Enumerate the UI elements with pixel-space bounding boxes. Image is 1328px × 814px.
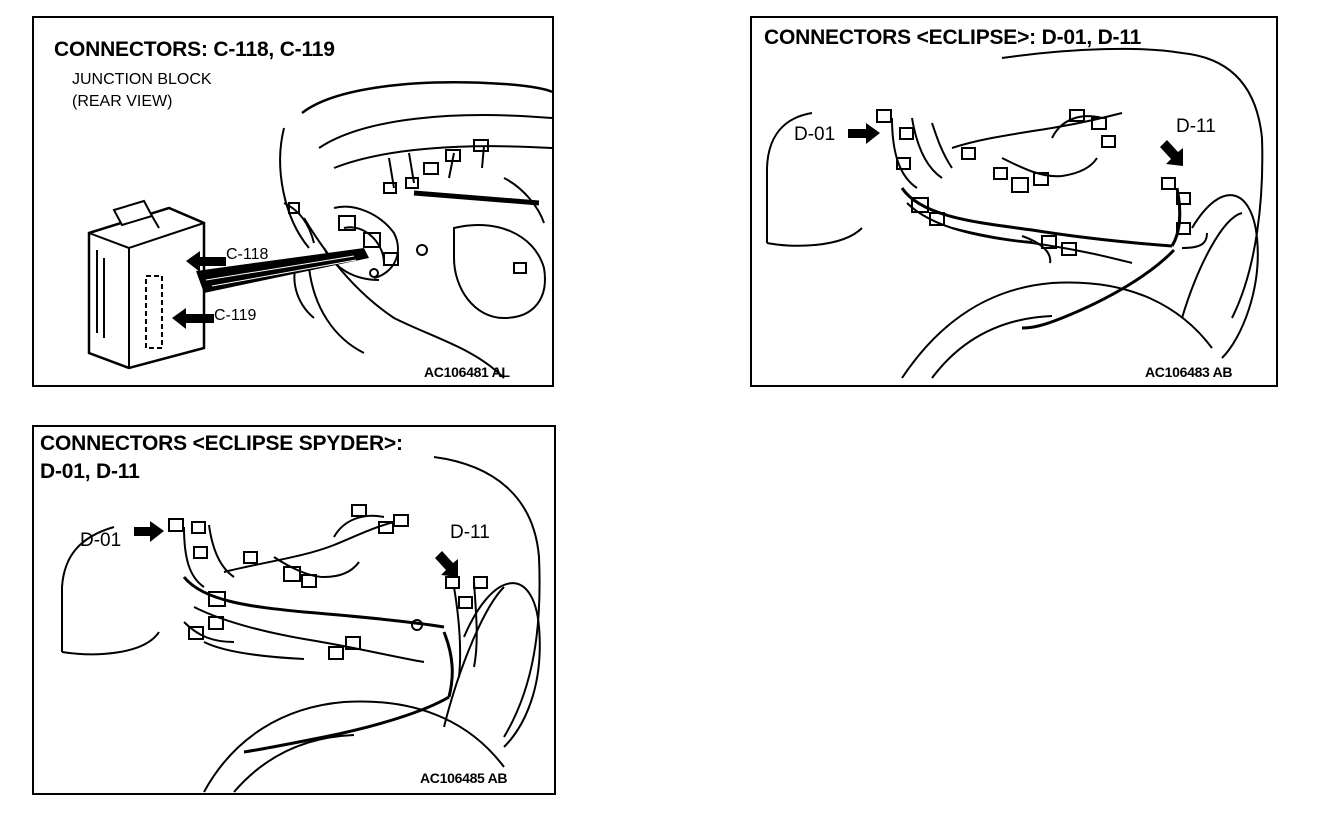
label-c-119: C-119	[214, 307, 257, 324]
eclipse-harness-illustration	[766, 47, 1264, 379]
figure-code: AC106485 AB	[420, 770, 508, 786]
eclipse-spyder-harness-illustration	[61, 456, 541, 793]
panel-junction-block: CONNECTORS: C-118, C-119 JUNCTION BLOCK …	[32, 16, 554, 387]
label-d-01: D-01	[794, 124, 836, 145]
figure-code: AC106483 AB	[1145, 364, 1233, 380]
panel-title-line2: D-01, D-11	[40, 460, 140, 483]
panel-title: CONNECTORS: C-118, C-119	[54, 38, 335, 61]
panel-title-line1: CONNECTORS <ECLIPSE SPYDER>:	[40, 432, 403, 455]
panel-subtitle-line2: (REAR VIEW)	[72, 93, 173, 110]
panel-title: CONNECTORS <ECLIPSE>: D-01, D-11	[764, 26, 1142, 49]
panel-eclipse-spyder: CONNECTORS <ECLIPSE SPYDER>: D-01, D-11 …	[32, 425, 556, 795]
label-c-118: C-118	[226, 246, 269, 263]
label-d-11: D-11	[1176, 116, 1216, 137]
figure-code: AC106481 AL	[424, 364, 510, 380]
panel-subtitle-line1: JUNCTION BLOCK	[72, 71, 212, 88]
label-d-01: D-01	[80, 530, 122, 551]
panel-eclipse: CONNECTORS <ECLIPSE>: D-01, D-11 D-01 D-…	[750, 16, 1278, 387]
label-d-11: D-11	[450, 522, 490, 543]
junction-block-illustration	[87, 81, 552, 379]
